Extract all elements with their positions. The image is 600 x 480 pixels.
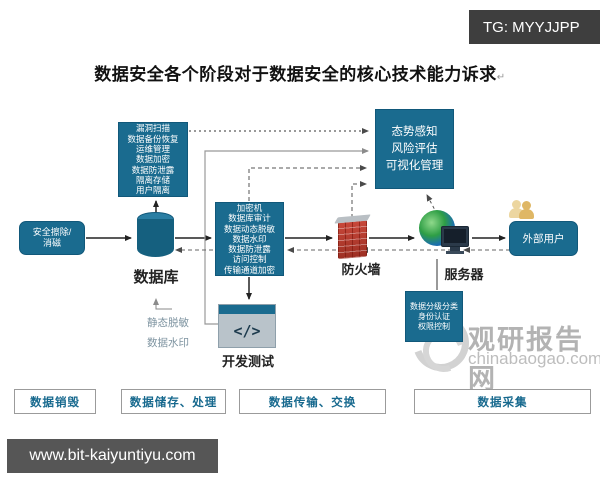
monitoring-line: 态势感知 (391, 125, 438, 138)
stage-label: 数据采集 (477, 396, 528, 409)
code-icon: </> (233, 322, 261, 340)
stage-data-destroy: 数据销毁 (14, 389, 96, 414)
storage-cap-line: 数据防泄露 (131, 164, 175, 175)
tg-badge: TG: MYYJJPP (469, 10, 600, 44)
storage-cap-line: 漏洞扫描 (135, 123, 170, 134)
storage-cap-line: 隔离存储 (135, 174, 170, 185)
watermark-domain: chinabaogao.com (468, 349, 600, 368)
collection-cap-line: 身份认证 (418, 311, 450, 321)
transfer-cap-line: 数据库审计 (228, 213, 271, 224)
monitoring-line: 风险评估 (391, 142, 438, 155)
collection-cap-line: 权限控制 (418, 321, 450, 331)
server-label: 服务器 (444, 267, 484, 282)
page-title: 数据安全各个阶段对于数据安全的核心技术能力诉求↵ (0, 60, 600, 85)
stage-data-transfer: 数据传输、交换 (239, 389, 386, 414)
database-label: 数据库 (133, 269, 179, 286)
transfer-cap-line: 访问控制 (232, 254, 267, 265)
database-icon-body (137, 219, 174, 257)
stage-data-collect: 数据采集 (414, 389, 591, 414)
collection-cap-line: 数据分级分类 (410, 301, 458, 311)
dev-test-label: 开发测试 (221, 354, 274, 369)
transfer-cap-line: 传输通道加密 (223, 264, 275, 275)
users-icon (509, 200, 524, 220)
storage-cap-line: 用户隔离 (135, 185, 170, 196)
monitoring-line: 可视化管理 (385, 159, 444, 172)
stage-label: 数据销毁 (30, 396, 80, 409)
secure-erase-line1: 安全擦除/ (32, 227, 72, 237)
static-masking-label: 静态脱敏 (147, 317, 189, 329)
server-monitor-base (446, 251, 464, 254)
stage-data-storage: 数据储存、处理 (121, 389, 226, 414)
dev-test-titlebar (219, 305, 275, 314)
node-transfer-capabilities: 加密机 数据库审计 数据动态脱敏 数据水印 数据防泄露 访问控制 传输通道加密 (215, 202, 284, 276)
secure-erase-line2: 消磁 (42, 238, 61, 248)
dev-test-icon: </> (218, 304, 276, 348)
node-monitoring: 态势感知 风险评估 可视化管理 (375, 109, 454, 189)
data-watermark-label: 数据水印 (147, 337, 189, 349)
transfer-cap-line: 数据水印 (232, 233, 267, 244)
stage-label: 数据储存、处理 (129, 396, 218, 409)
tg-badge-text: TG: MYYJJPP (483, 18, 580, 36)
node-secure-erase: 安全擦除/ 消磁 (19, 221, 85, 255)
node-external-users: 外部用户 (509, 221, 578, 256)
external-users-label: 外部用户 (522, 233, 565, 245)
transfer-cap-line: 加密机 (236, 202, 263, 213)
transfer-cap-line: 数据动态脱敏 (223, 223, 275, 234)
server-monitor-icon (441, 226, 469, 247)
transfer-cap-line: 数据防泄露 (228, 244, 271, 255)
stage-label: 数据传输、交换 (268, 396, 357, 409)
node-storage-capabilities: 漏洞扫描 数据备份恢复 运维管理 数据加密 数据防泄露 隔离存储 用户隔离 (118, 122, 188, 197)
storage-cap-line: 运维管理 (135, 144, 170, 155)
page-title-text: 数据安全各个阶段对于数据安全的核心技术能力诉求 (94, 65, 497, 84)
node-collection-capabilities: 数据分级分类 身份认证 权限控制 (405, 291, 463, 342)
footer-url-bar: www.bit-kaiyuntiyu.com (7, 439, 218, 473)
return-mark: ↵ (496, 72, 506, 83)
users-icon-front (519, 201, 534, 221)
firewall-icon (338, 219, 367, 260)
watermark-site-name: 观研报告网 (468, 325, 584, 394)
storage-cap-line: 数据加密 (135, 154, 170, 165)
footer-url-text: www.bit-kaiyuntiyu.com (29, 447, 196, 464)
storage-cap-line: 数据备份恢复 (127, 133, 179, 144)
firewall-label: 防火墙 (341, 262, 381, 277)
server-monitor-stand (450, 247, 460, 251)
